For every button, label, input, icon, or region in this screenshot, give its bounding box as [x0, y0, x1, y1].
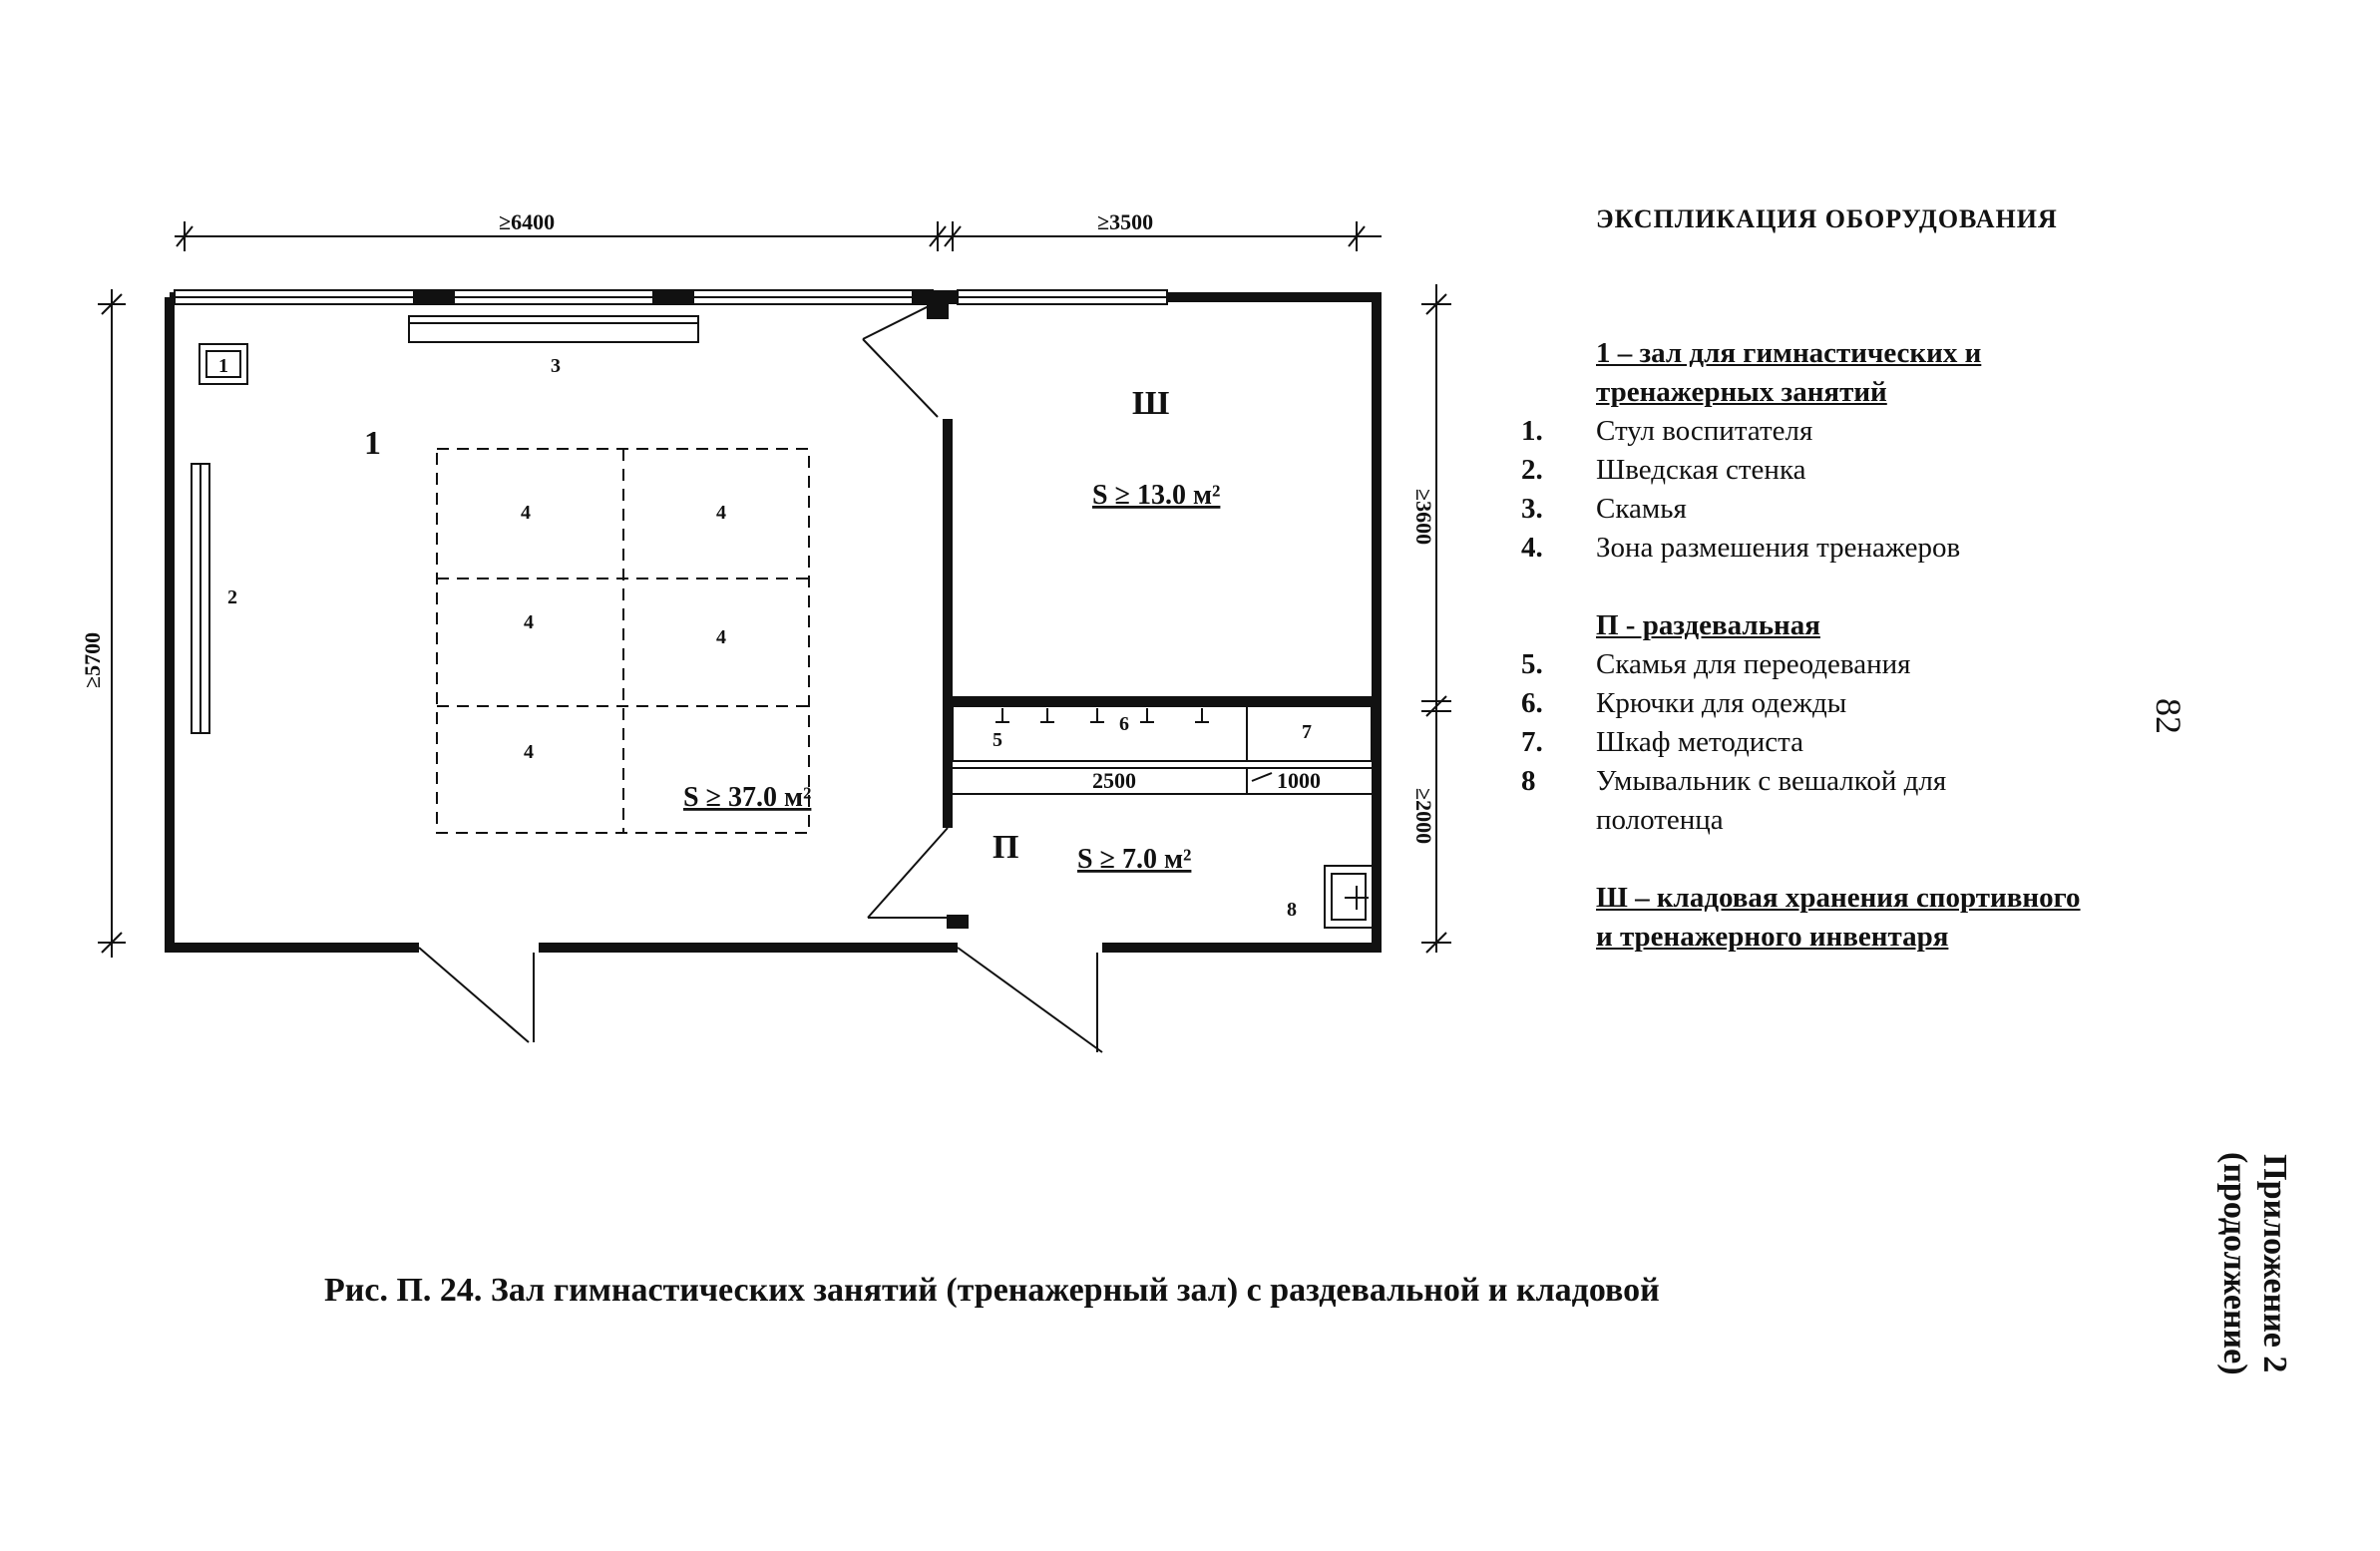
hall-bench-symbol — [408, 315, 699, 343]
dim-hall-width: ≥6400 — [499, 209, 555, 234]
dressing-fixtures — [952, 705, 1373, 795]
dimension-left — [98, 289, 126, 958]
item-num-cabinet: 7 — [1302, 721, 1312, 743]
item-num-hooks: 6 — [1119, 713, 1129, 735]
doors — [418, 303, 1103, 1053]
legend-item: 5.Скамья для переодевания — [1521, 648, 1911, 680]
legend-item: 7.Шкаф методиста — [1521, 726, 1804, 758]
item-num-chair: 1 — [218, 355, 228, 377]
walls — [165, 292, 1382, 953]
item-num-wall-bars: 2 — [227, 586, 237, 608]
page-number: 82 — [2149, 698, 2188, 734]
dim-cabinet-length: 1000 — [1277, 768, 1321, 793]
legend-section-dressing: П - раздевальная — [1596, 609, 1820, 641]
legend-item: 2.Шведская стенка — [1521, 454, 1806, 486]
dim-bench-length: 2500 — [1092, 768, 1136, 793]
legend-item: 6.Крючки для одежды — [1521, 687, 1847, 719]
item-num-zone-1: 4 — [521, 502, 531, 524]
legend-section-hall-2: тренажерных занятий — [1596, 376, 1887, 408]
item-num-zone-4: 4 — [716, 626, 726, 648]
dim-store-height: ≥3600 — [1411, 489, 1436, 545]
legend-item: 3.Скамья — [1521, 493, 1687, 525]
area-hall: S ≥ 37.0 м² — [683, 782, 811, 813]
washbasin-symbol — [1324, 865, 1374, 929]
item-num-zone-5: 4 — [524, 741, 534, 763]
figure-caption: Рис. П. 24. Зал гимнастических занятий (… — [324, 1272, 1660, 1309]
room-label-dressing: П — [992, 829, 1018, 866]
area-dressing: S ≥ 7.0 м² — [1077, 844, 1191, 875]
item-num-zone-3: 4 — [524, 611, 534, 633]
dimension-top — [175, 221, 1382, 251]
area-store: S ≥ 13.0 м² — [1092, 480, 1220, 511]
legend-section-hall-1: 1 – зал для гимнастических и — [1596, 337, 1982, 369]
equipment-zone-grid — [436, 448, 810, 834]
item-num-washbasin: 8 — [1287, 899, 1297, 921]
dimension-right — [1421, 284, 1451, 954]
equipment-legend: ЭКСПЛИКАЦИЯ ОБОРУДОВАНИЯ 1 – зал для гим… — [1516, 199, 2214, 957]
windows — [174, 289, 1168, 305]
item-num-zone-2: 4 — [716, 502, 726, 524]
chair-symbol — [198, 343, 248, 385]
appendix-line-2: (продолжение) — [2216, 1152, 2253, 1375]
room-label-hall: 1 — [364, 425, 381, 462]
dim-store-width: ≥3500 — [1097, 209, 1153, 234]
dim-total-height: ≥5700 — [80, 632, 105, 688]
legend-item: полотенца — [1596, 804, 1724, 836]
appendix-line-1: Приложение 2 — [2256, 1154, 2293, 1373]
room-label-store: Ш — [1132, 385, 1169, 422]
item-num-dress-bench: 5 — [992, 729, 1002, 751]
legend-title: ЭКСПЛИКАЦИЯ ОБОРУДОВАНИЯ — [1596, 204, 2058, 233]
legend-section-store-2: и тренажерного инвентаря — [1596, 921, 1949, 953]
floor-plan: ≥6400 ≥3500 ≥5700 ≥3600 ≥2000 2500 1000 … — [80, 209, 1451, 1053]
item-num-bench: 3 — [551, 355, 561, 377]
legend-item: 4.Зона размешения тренажеров — [1521, 532, 1961, 564]
legend-item: 1.Стул воспитателя — [1521, 415, 1813, 447]
appendix-label: Приложение 2 (продолжение) — [2214, 1152, 2294, 1375]
dim-dressing-height: ≥2000 — [1411, 788, 1436, 844]
legend-section-store-1: Ш – кладовая хранения спортивного — [1596, 882, 2081, 914]
